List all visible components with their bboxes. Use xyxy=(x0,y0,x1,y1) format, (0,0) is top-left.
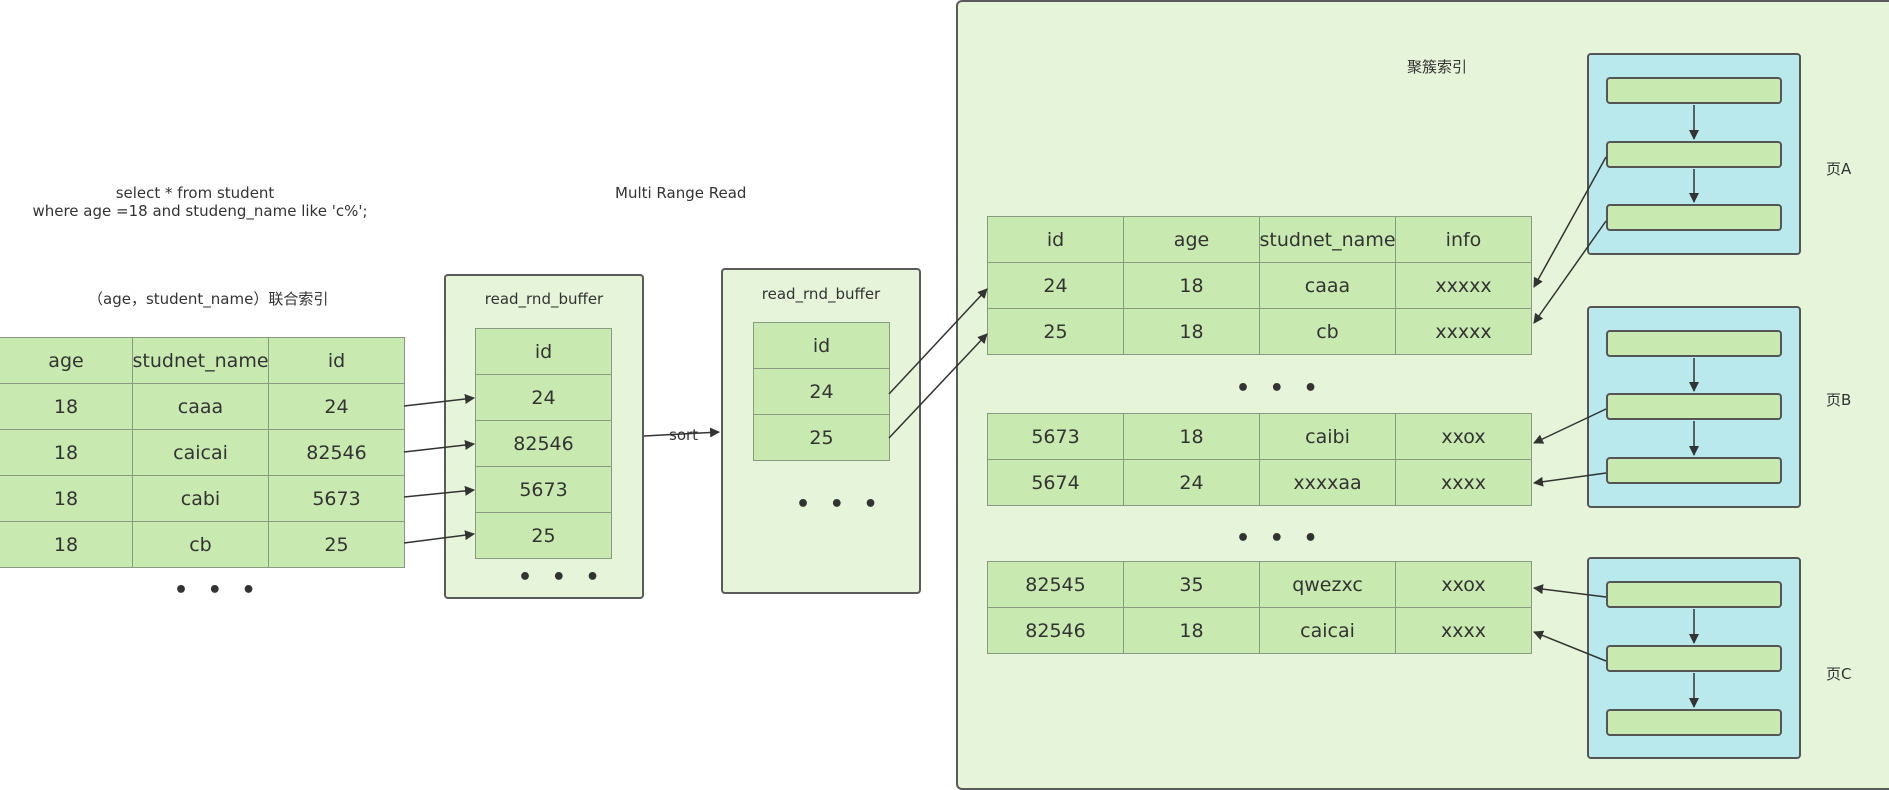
page-c-slot-2 xyxy=(1606,645,1782,672)
ellipsis: • • • xyxy=(796,492,884,517)
table-cell: caicai xyxy=(1259,607,1396,654)
sort-label: sort xyxy=(667,426,701,444)
page-c-label: 页C xyxy=(1826,665,1852,683)
clustered-index-label: 聚簇索引 xyxy=(1407,58,1468,76)
table-cell: cabi xyxy=(132,475,269,522)
secondary-index-table: age studnet_name id 18 caaa 24 18 caicai… xyxy=(0,337,405,568)
table-cell: 5673 xyxy=(475,466,612,513)
ellipsis: • • • xyxy=(518,565,606,590)
table-cell: caicai xyxy=(132,429,269,476)
table-cell: 82546 xyxy=(987,607,1124,654)
table-cell: 25 xyxy=(753,414,890,461)
table-cell: xxxxaa xyxy=(1259,459,1396,506)
table-cell: xxox xyxy=(1395,561,1532,608)
clustered-table-group-a: id age studnet_name info 24 18 caaa xxxx… xyxy=(987,216,1532,355)
header-id: id xyxy=(753,322,890,369)
header-id: id xyxy=(475,328,612,375)
table-cell: 24 xyxy=(475,374,612,421)
ellipsis: • • • xyxy=(174,578,262,603)
page-a-label: 页A xyxy=(1826,160,1852,178)
buffer-1-table: id 24 82546 5673 25 xyxy=(475,328,612,559)
table-cell: 18 xyxy=(1123,308,1260,355)
header-id: id xyxy=(268,337,405,384)
table-cell: caaa xyxy=(1259,262,1396,309)
table-cell: xxxxx xyxy=(1395,308,1532,355)
header-student-name: studnet_name xyxy=(132,337,269,384)
page-a-slot-3 xyxy=(1606,204,1782,231)
table-cell: 5673 xyxy=(987,413,1124,460)
table-cell: 18 xyxy=(0,475,133,522)
table-cell: 25 xyxy=(268,521,405,568)
table-cell: 18 xyxy=(0,429,133,476)
table-cell: 5674 xyxy=(987,459,1124,506)
table-cell: cb xyxy=(132,521,269,568)
page-b-slot-3 xyxy=(1606,457,1782,484)
table-cell: 35 xyxy=(1123,561,1260,608)
table-cell: 18 xyxy=(0,383,133,430)
clustered-table-group-b: 5673 18 caibi xxox 5674 24 xxxxaa xxxx xyxy=(987,413,1532,506)
query-line-1: select * from student xyxy=(115,184,275,202)
table-cell: 5673 xyxy=(268,475,405,522)
header-id: id xyxy=(987,216,1124,263)
page-c-slot-3 xyxy=(1606,709,1782,736)
query-line-2: where age =18 and studeng_name like 'c%'… xyxy=(32,202,368,220)
page-a-slot-2 xyxy=(1606,141,1782,168)
ellipsis: • • • xyxy=(1236,526,1324,551)
table-cell: xxox xyxy=(1395,413,1532,460)
table-cell: 18 xyxy=(1123,607,1260,654)
buffer-1-title: read_rnd_buffer xyxy=(484,290,604,308)
page-a-slot-1 xyxy=(1606,77,1782,104)
table-cell: 25 xyxy=(475,512,612,559)
table-cell: caibi xyxy=(1259,413,1396,460)
page-b-slot-2 xyxy=(1606,393,1782,420)
composite-index-label: （age，student_name）联合索引 xyxy=(88,290,329,308)
table-cell: 82546 xyxy=(475,420,612,467)
table-cell: 18 xyxy=(1123,413,1260,460)
table-cell: 82545 xyxy=(987,561,1124,608)
buffer-2-title: read_rnd_buffer xyxy=(761,285,881,303)
table-cell: 24 xyxy=(1123,459,1260,506)
table-cell: xxxxx xyxy=(1395,262,1532,309)
page-b-slot-1 xyxy=(1606,330,1782,357)
header-info: info xyxy=(1395,216,1532,263)
table-cell: xxxx xyxy=(1395,459,1532,506)
table-cell: 18 xyxy=(1123,262,1260,309)
page-c-slot-1 xyxy=(1606,581,1782,608)
page-b-label: 页B xyxy=(1826,391,1852,409)
table-cell: qwezxc xyxy=(1259,561,1396,608)
table-cell: 82546 xyxy=(268,429,405,476)
table-cell: xxxx xyxy=(1395,607,1532,654)
table-cell: 18 xyxy=(0,521,133,568)
clustered-table-group-c: 82545 35 qwezxc xxox 82546 18 caicai xxx… xyxy=(987,561,1532,654)
table-cell: 24 xyxy=(753,368,890,415)
table-cell: cb xyxy=(1259,308,1396,355)
table-cell: 24 xyxy=(987,262,1124,309)
buffer-2-table: id 24 25 xyxy=(753,322,890,461)
mrr-label: Multi Range Read xyxy=(615,184,747,202)
header-student-name: studnet_name xyxy=(1259,216,1396,263)
header-age: age xyxy=(1123,216,1260,263)
table-cell: 24 xyxy=(268,383,405,430)
table-cell: caaa xyxy=(132,383,269,430)
ellipsis: • • • xyxy=(1236,376,1324,401)
header-age: age xyxy=(0,337,133,384)
table-cell: 25 xyxy=(987,308,1124,355)
